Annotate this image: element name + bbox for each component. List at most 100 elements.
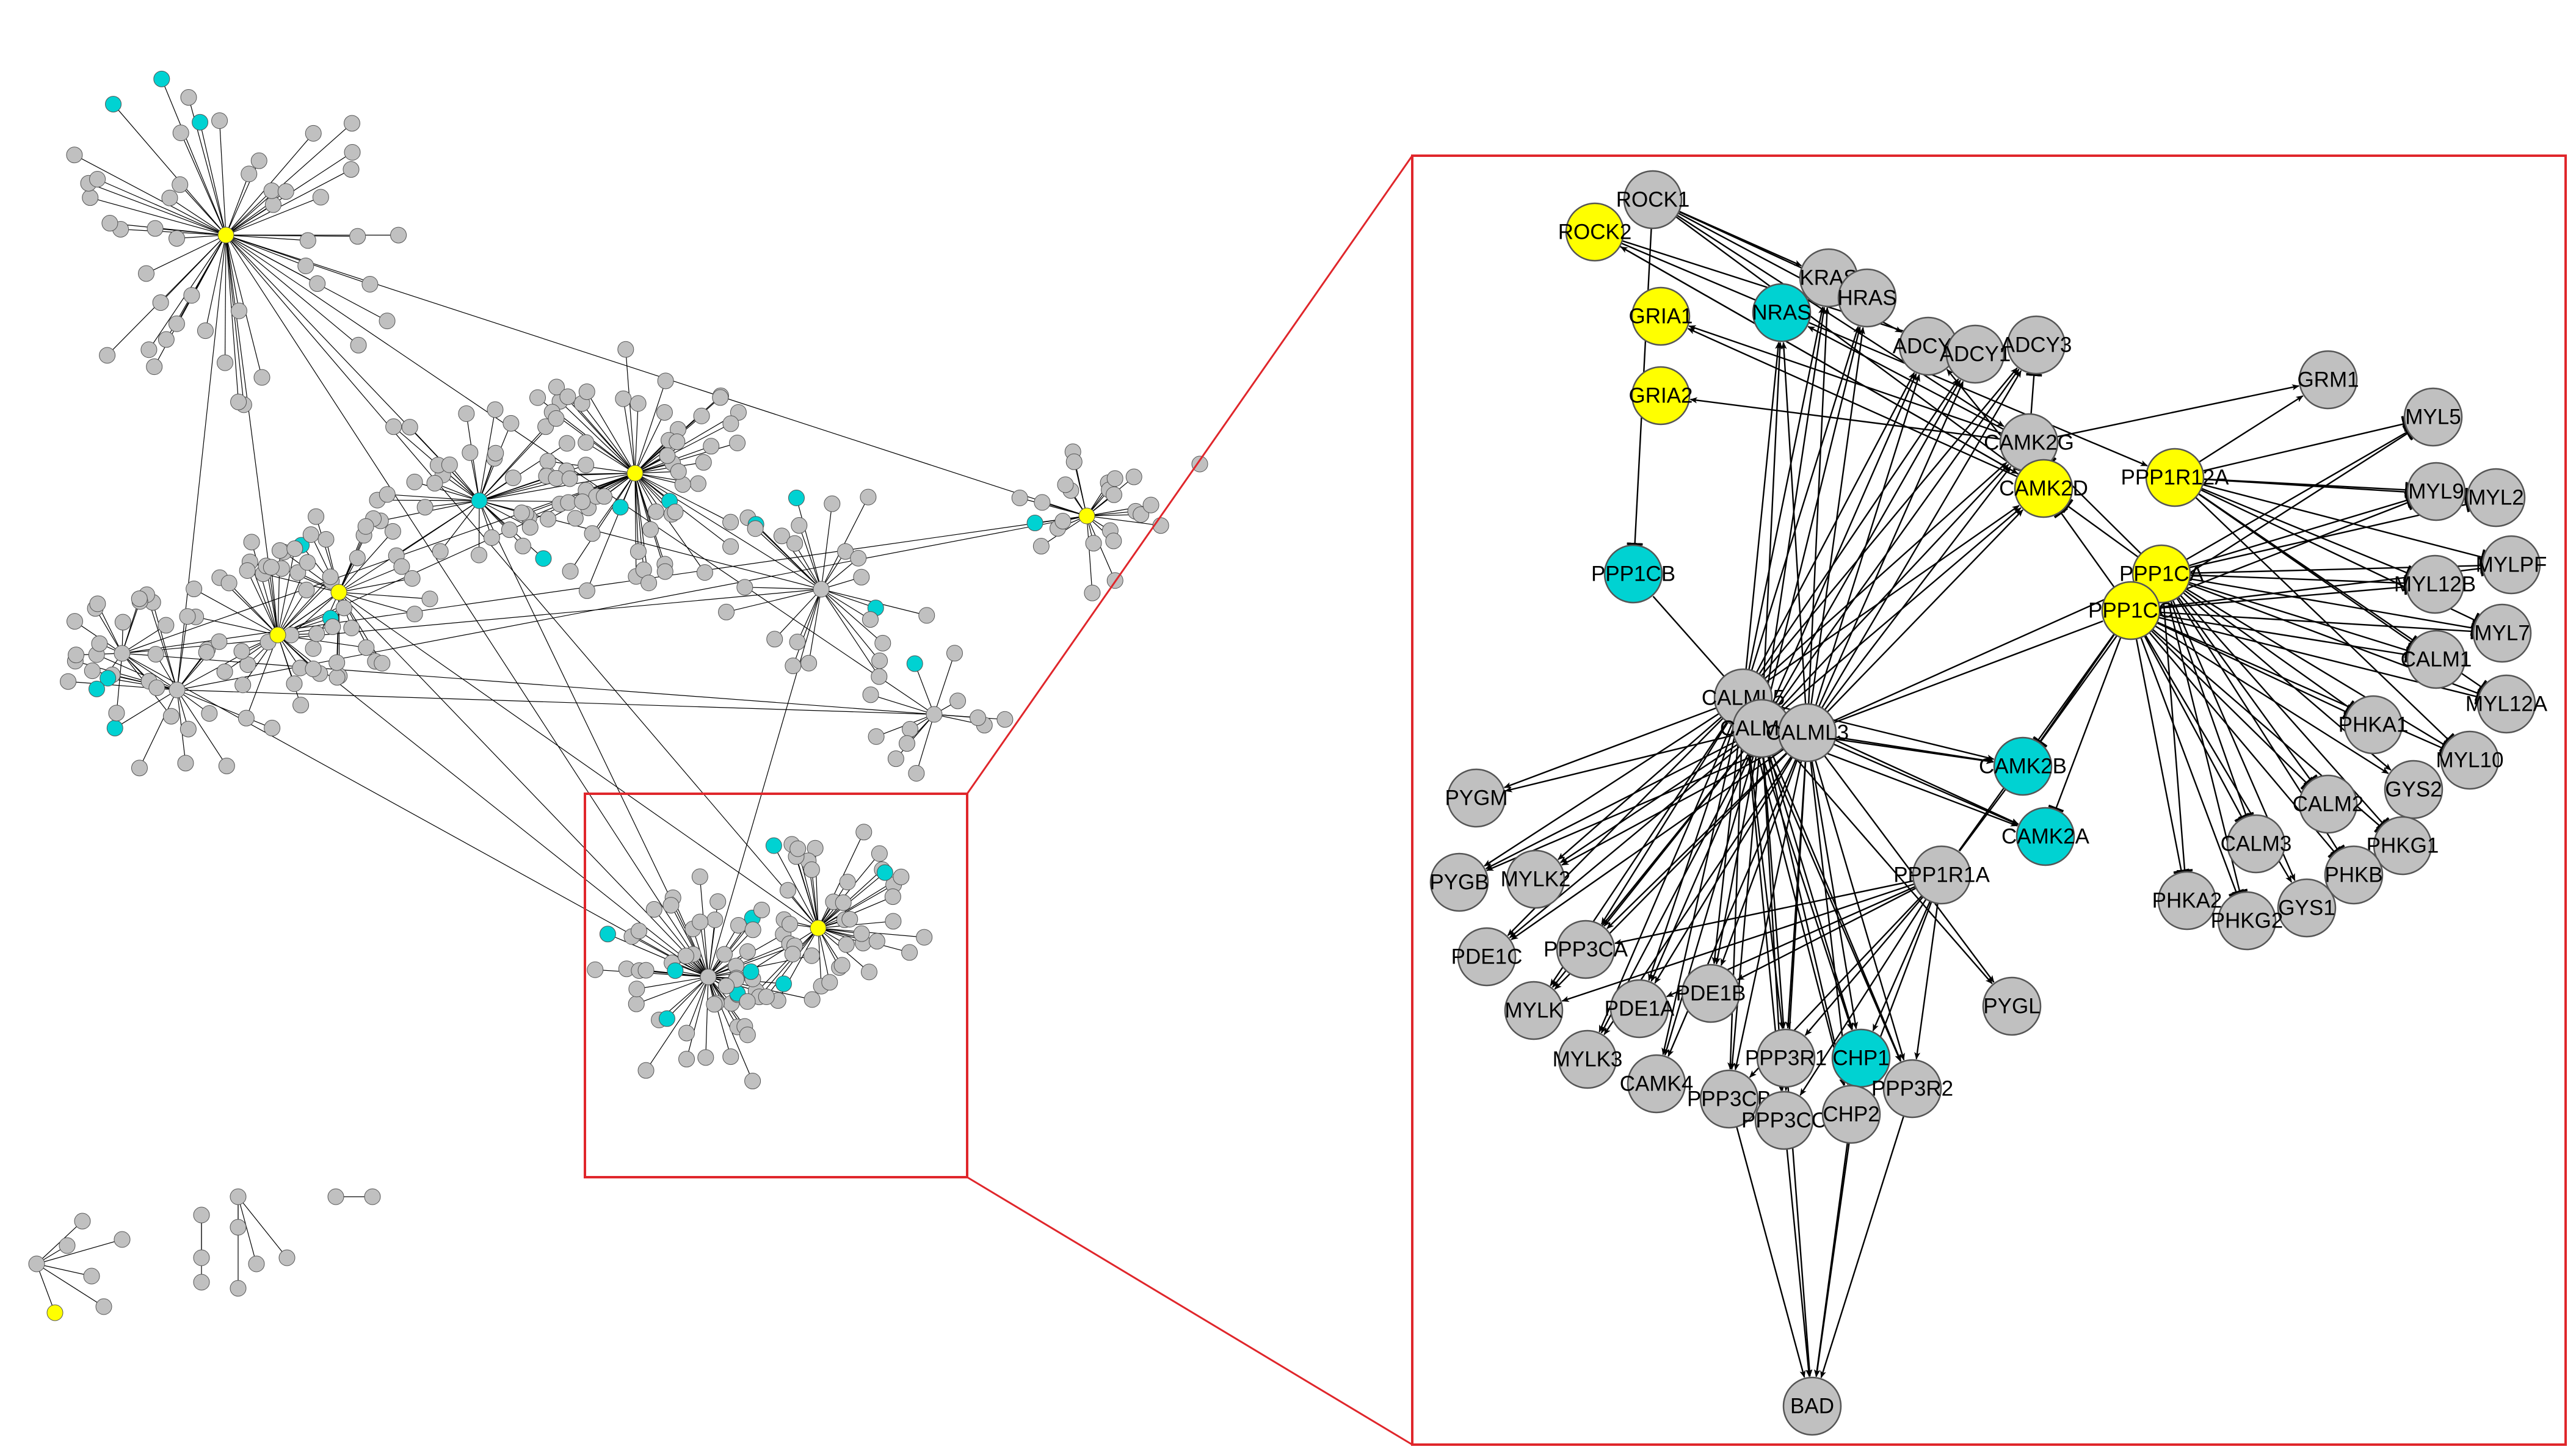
node-adcy1[interactable]: ADCY1: [1940, 324, 2011, 384]
node-adcy3[interactable]: ADCY3: [2001, 315, 2072, 375]
node-circle[interactable]: [2101, 581, 2161, 640]
node-phka1[interactable]: PHKA1: [2338, 695, 2409, 755]
node-calm1[interactable]: CALM1: [2401, 630, 2472, 689]
node-circle[interactable]: [2324, 845, 2384, 905]
node-circle[interactable]: [2015, 807, 2075, 866]
node-circle[interactable]: [2406, 630, 2466, 689]
node-pygm[interactable]: PYGM: [1445, 768, 1508, 828]
node-camk2a[interactable]: CAMK2A: [2001, 807, 2090, 866]
node-circle[interactable]: [2006, 315, 2066, 375]
node-circle[interactable]: [2403, 387, 2463, 447]
node-circle[interactable]: [1504, 981, 1564, 1040]
node-circle[interactable]: [2481, 535, 2541, 595]
node-circle[interactable]: [1446, 768, 1506, 828]
node-circle[interactable]: [1506, 849, 1566, 909]
node-ppp1cc[interactable]: PPP1CC: [2088, 581, 2174, 640]
node-circle[interactable]: [2373, 816, 2433, 876]
node-pygb[interactable]: PYGB: [1429, 852, 1489, 912]
node-circle[interactable]: [1782, 1376, 1842, 1436]
node-camk4[interactable]: CAMK4: [1620, 1054, 1694, 1114]
node-circle[interactable]: [2343, 695, 2403, 755]
node-ppp3cb[interactable]: PPP3CB: [1687, 1069, 1771, 1129]
node-circle[interactable]: [1558, 1029, 1617, 1089]
node-circle[interactable]: [1603, 544, 1663, 604]
node-circle[interactable]: [1681, 963, 1741, 1023]
node-circle[interactable]: [2145, 448, 2205, 507]
node-rock1[interactable]: ROCK1: [1616, 170, 1690, 230]
node-phkg2[interactable]: PHKG2: [2211, 891, 2284, 951]
node-circle[interactable]: [1945, 324, 2005, 384]
node-camk2g[interactable]: CAMK2G: [1984, 413, 2074, 473]
node-nras[interactable]: NRAS: [1752, 283, 1812, 343]
node-circle[interactable]: [2277, 878, 2337, 938]
node-rock2[interactable]: ROCK2: [1558, 202, 1632, 262]
node-circle[interactable]: [2405, 554, 2465, 614]
node-ppp3r1[interactable]: PPP3R1: [1745, 1028, 1827, 1088]
node-circle[interactable]: [2217, 891, 2277, 951]
node-calm3[interactable]: CALM3: [2221, 814, 2292, 874]
node-camk2b[interactable]: CAMK2B: [1979, 736, 2067, 796]
node-circle[interactable]: [1837, 268, 1897, 328]
node-pygl[interactable]: PYGL: [1982, 976, 2042, 1036]
node-phkb[interactable]: PHKB: [2324, 845, 2384, 905]
node-circle[interactable]: [2406, 462, 2466, 521]
node-circle[interactable]: [2226, 814, 2286, 874]
node-mylk3[interactable]: MYLK3: [1553, 1029, 1623, 1089]
node-myl2[interactable]: MYL2: [2466, 468, 2526, 528]
node-circle[interactable]: [1821, 1084, 1881, 1144]
node-phka2[interactable]: PHKA2: [2152, 871, 2222, 931]
node-circle[interactable]: [1565, 202, 1625, 262]
node-circle[interactable]: [1912, 845, 1972, 905]
node-bad[interactable]: BAD: [1782, 1376, 1842, 1436]
node-pde1b[interactable]: PDE1B: [1676, 963, 1746, 1023]
node-circle[interactable]: [1429, 852, 1489, 912]
node-myl12b[interactable]: MYL12B: [2394, 554, 2476, 614]
node-calml3[interactable]: CALML3: [1766, 703, 1849, 763]
node-pde1c[interactable]: PDE1C: [1451, 927, 1523, 987]
node-myl10[interactable]: MYL10: [2436, 730, 2504, 790]
node-ppp3cc[interactable]: PPP3CC: [1741, 1090, 1827, 1150]
node-circle[interactable]: [2298, 774, 2358, 834]
node-ppp3ca[interactable]: PPP3CA: [1544, 920, 1628, 979]
node-phkg1[interactable]: PHKG1: [2367, 816, 2439, 876]
node-gys2[interactable]: GYS2: [2384, 760, 2444, 819]
node-ppp1r1a[interactable]: PPP1R1A: [1893, 845, 1990, 905]
node-hras[interactable]: HRAS: [1837, 268, 1897, 328]
node-gys1[interactable]: GYS1: [2277, 878, 2337, 938]
node-circle[interactable]: [1754, 1090, 1814, 1150]
node-circle[interactable]: [1457, 927, 1517, 987]
node-circle[interactable]: [1982, 976, 2042, 1036]
node-circle[interactable]: [2476, 674, 2536, 734]
node-gria2[interactable]: GRIA2: [1628, 366, 1693, 426]
node-circle[interactable]: [1627, 1054, 1686, 1114]
node-myl7[interactable]: MYL7: [2472, 603, 2532, 663]
node-circle[interactable]: [2298, 350, 2358, 410]
node-mylk2[interactable]: MYLK2: [1501, 849, 1571, 909]
node-ppp1cb[interactable]: PPP1CB: [1591, 544, 1675, 604]
node-circle[interactable]: [1609, 979, 1669, 1039]
node-circle[interactable]: [1623, 170, 1683, 230]
node-camk2d[interactable]: CAMK2D: [1999, 459, 2088, 518]
node-circle[interactable]: [1556, 920, 1616, 979]
node-chp2[interactable]: CHP2: [1821, 1084, 1881, 1144]
node-circle[interactable]: [1631, 286, 1691, 346]
node-myl5[interactable]: MYL5: [2403, 387, 2463, 447]
node-circle[interactable]: [2472, 603, 2532, 663]
node-ppp1r12a[interactable]: PPP1R12A: [2121, 448, 2229, 507]
node-circle[interactable]: [1882, 1059, 1942, 1119]
node-mylk[interactable]: MYLK: [1504, 981, 1564, 1040]
node-circle[interactable]: [2384, 760, 2444, 819]
node-ppp3r2[interactable]: PPP3R2: [1871, 1059, 1953, 1119]
node-circle[interactable]: [1699, 1069, 1759, 1129]
node-circle[interactable]: [2440, 730, 2500, 790]
node-myl9[interactable]: MYL9: [2406, 462, 2466, 521]
node-grm1[interactable]: GRM1: [2297, 350, 2359, 410]
node-circle[interactable]: [1993, 736, 2053, 796]
node-mylpf[interactable]: MYLPF: [2476, 535, 2547, 595]
node-circle[interactable]: [2157, 871, 2217, 931]
node-circle[interactable]: [1631, 366, 1691, 426]
node-gria1[interactable]: GRIA1: [1628, 286, 1693, 346]
node-circle[interactable]: [1777, 703, 1837, 763]
node-circle[interactable]: [1752, 283, 1812, 343]
node-circle[interactable]: [2466, 468, 2526, 528]
